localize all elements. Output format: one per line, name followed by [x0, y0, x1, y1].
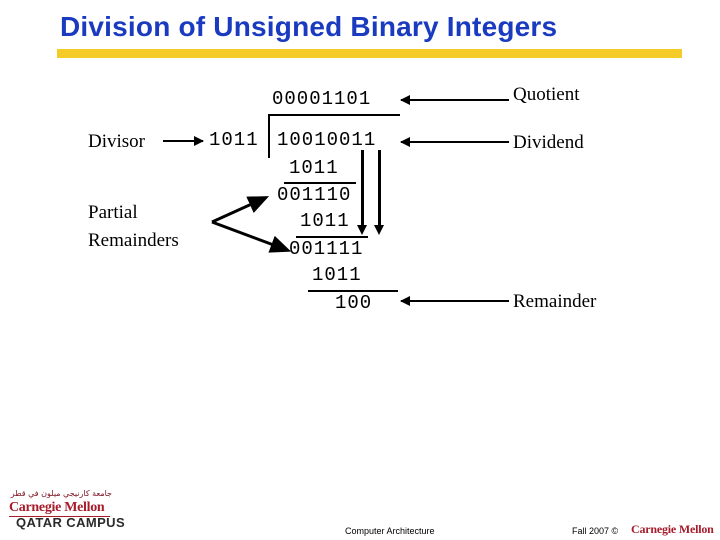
footer-course-name: Computer Architecture — [345, 526, 435, 536]
partial-remainders-label-line1: Partial — [88, 202, 138, 223]
quotient-value: 00001101 — [272, 88, 372, 110]
subtraction-rule-3 — [308, 290, 398, 292]
partial-remainder-2: 001111 — [289, 238, 364, 260]
divisor-value: 1011 — [209, 129, 259, 151]
footer-term: Fall 2007 © — [572, 526, 619, 536]
quotient-label: Quotient — [513, 84, 580, 105]
subtrahend-1: 1011 — [289, 157, 339, 179]
subtraction-rule-2 — [296, 236, 368, 238]
subtrahend-2: 1011 — [300, 210, 350, 232]
page-title: Division of Unsigned Binary Integers — [60, 11, 558, 42]
remainder-label: Remainder — [513, 291, 597, 312]
divisor-pointer-arrow — [163, 136, 204, 146]
dividend-callout-arrow — [400, 137, 509, 147]
subtraction-rule-1 — [284, 182, 356, 184]
divisor-label: Divisor — [88, 131, 145, 152]
title-underline-bar — [57, 49, 682, 58]
logo-qatar-campus-text: QATAR CAMPUS — [16, 515, 126, 530]
partial-remainder-1: 001110 — [277, 184, 352, 206]
division-overbar — [268, 114, 400, 116]
logo-divider — [9, 516, 110, 517]
partial-remainders-label-line2: Remainders — [88, 230, 179, 251]
footer-carnegie-mellon-wordmark: Carnegie Mellon — [631, 522, 714, 536]
partial-remainder-branch-arrows — [211, 196, 292, 253]
bring-down-arrow-1 — [357, 150, 367, 235]
logo-carnegie-mellon-wordmark: Carnegie Mellon — [9, 500, 105, 515]
subtrahend-3: 1011 — [312, 264, 362, 286]
remainder-callout-arrow — [400, 296, 509, 306]
remainder-value: 100 — [335, 292, 373, 314]
dividend-value: 10010011 — [277, 129, 377, 151]
logo-arabic-text: جامعة كارنيجي ميلون في قطر — [10, 489, 112, 498]
quotient-callout-arrow — [400, 95, 509, 105]
dividend-label: Dividend — [513, 132, 584, 153]
bring-down-arrow-2 — [374, 150, 384, 235]
division-vertical-bar — [268, 114, 270, 158]
